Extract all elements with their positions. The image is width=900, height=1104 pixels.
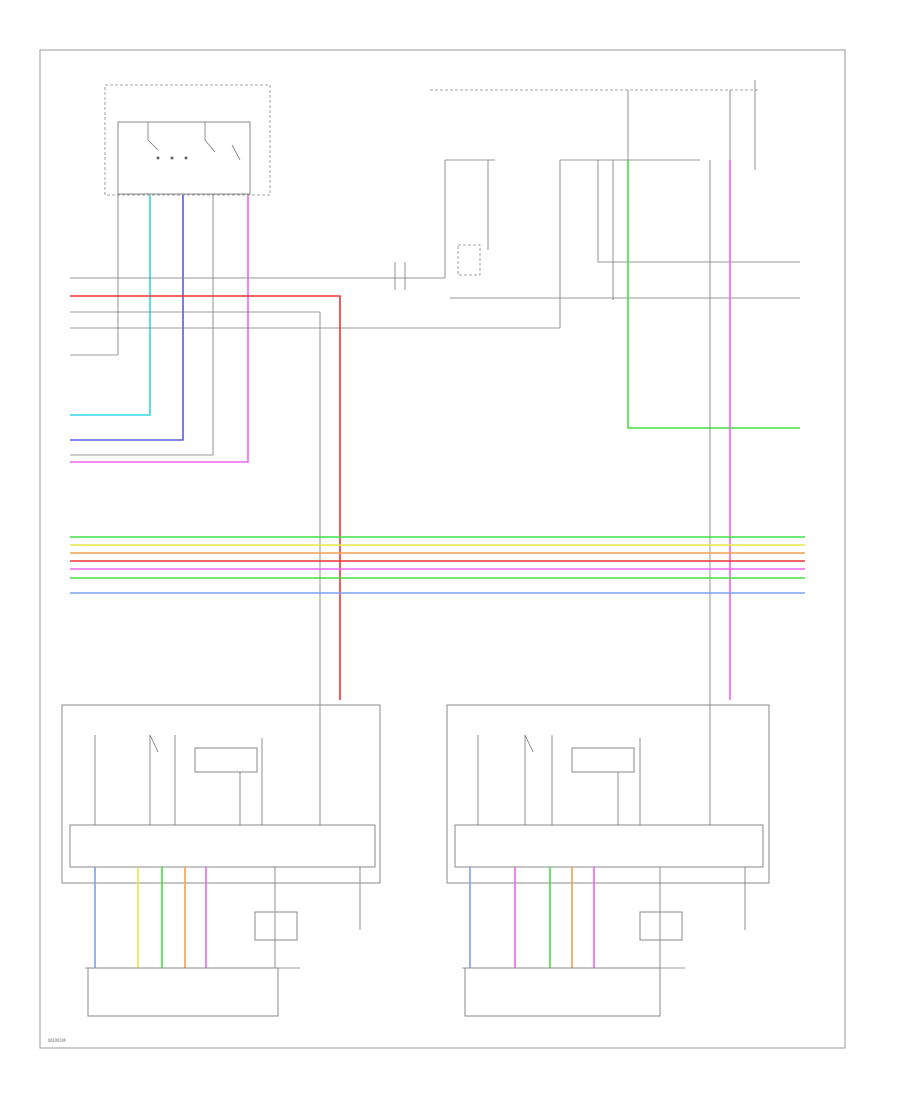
- right-sensor-box: [639, 911, 683, 941]
- switch-1-contact: [147, 139, 159, 151]
- diagram-footer-label: W2001M: [48, 1038, 66, 1043]
- left-module-box: [61, 704, 381, 884]
- switch-3-contact: [231, 144, 241, 161]
- left-switch-2-contact: [149, 734, 159, 753]
- wire-pink: [70, 195, 249, 463]
- left-sensor-box: [254, 911, 298, 941]
- wire-red: [70, 295, 341, 700]
- center-module-outline: [457, 244, 481, 276]
- wire-green: [627, 160, 800, 429]
- left-bottom-block: [87, 967, 279, 1017]
- wire-blue: [70, 195, 184, 441]
- diagram-frame: [39, 49, 846, 1049]
- right-relay: [571, 747, 635, 773]
- wire-cyan: [70, 195, 151, 416]
- switch-terminal: [184, 156, 188, 160]
- right-module-control-unit: [454, 824, 764, 868]
- switch-terminal: [156, 156, 160, 160]
- left-module-control-unit: [69, 824, 376, 868]
- switch-terminal: [170, 156, 174, 160]
- switch-2-contact: [204, 139, 216, 153]
- switch-assembly-outline: [104, 84, 271, 196]
- switch-assembly-box: [117, 121, 251, 195]
- right-module-box: [446, 704, 770, 884]
- right-switch-2-contact: [524, 734, 534, 753]
- right-bottom-block: [464, 967, 661, 1017]
- left-relay: [194, 747, 258, 773]
